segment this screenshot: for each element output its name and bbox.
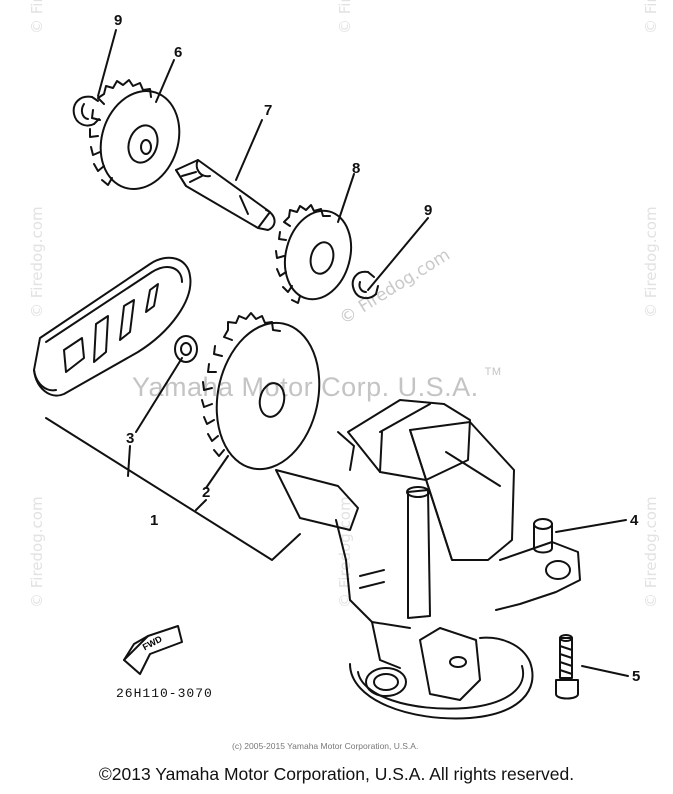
leader-3	[127, 445, 131, 477]
group-bracket	[45, 417, 301, 561]
leader-4	[555, 519, 627, 533]
clip-part-9-lower	[351, 270, 379, 300]
callout-6: 6	[174, 44, 183, 61]
shaft-part-7	[175, 159, 276, 231]
callout-3: 3	[126, 430, 135, 447]
washer-part-3	[174, 335, 198, 363]
leader-7	[235, 119, 263, 181]
gear-part-2	[201, 312, 321, 471]
part-number: 26H110-3070	[116, 686, 213, 701]
callout-5: 5	[632, 668, 641, 685]
dowel-part-4	[533, 518, 553, 554]
gear-part-6	[89, 79, 181, 190]
callout-9-lower: 9	[424, 202, 433, 219]
leader-9-lower	[367, 217, 429, 291]
gear-part-8	[275, 204, 353, 304]
leader-5	[581, 665, 629, 677]
callout-1: 1	[150, 512, 159, 529]
pump-body	[275, 399, 581, 720]
callout-8: 8	[352, 160, 361, 177]
bolt-part-5	[555, 634, 579, 700]
leader-8	[337, 173, 355, 223]
cover-part-3	[33, 256, 192, 397]
fwd-arrow-icon	[123, 625, 183, 675]
leader-2	[195, 455, 229, 511]
leader-6	[155, 59, 175, 103]
small-copyright: (c) 2005-2015 Yamaha Motor Corporation, …	[232, 741, 419, 751]
callout-7: 7	[264, 102, 273, 119]
clip-part-9-upper	[72, 95, 100, 127]
leader-3-upper	[135, 357, 183, 433]
callout-2: 2	[202, 484, 211, 501]
brand-watermark: Yamaha Motor Corp. U.S.A.TM	[132, 366, 502, 402]
callout-4: 4	[630, 512, 639, 529]
callout-9-upper: 9	[114, 12, 123, 29]
footer-copyright: ©2013 Yamaha Motor Corporation, U.S.A. A…	[98, 764, 575, 784]
leader-9-upper	[97, 29, 117, 97]
